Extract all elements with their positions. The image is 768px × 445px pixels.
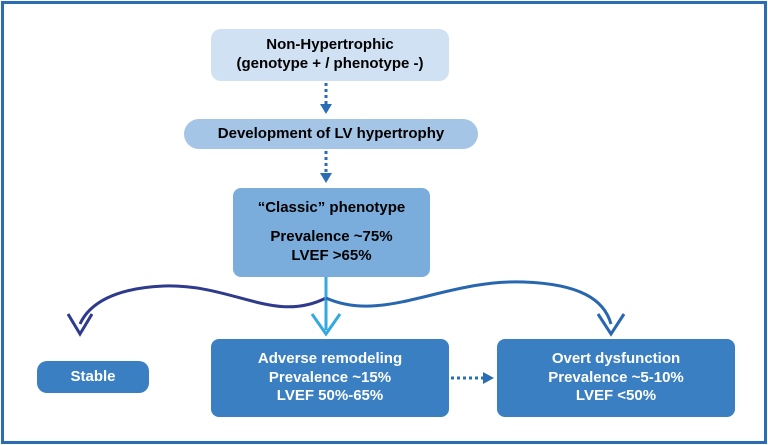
node-adverse-remodeling: Adverse remodeling Prevalence ~15% LVEF … [211, 339, 449, 417]
node-classic-lvef: LVEF >65% [291, 246, 372, 264]
stable-curve [78, 284, 327, 325]
node-lv-hypertrophy: Development of LV hypertrophy [184, 119, 478, 149]
stable-arrowhead [66, 313, 94, 337]
node-overt-prevalence: Prevalence ~5-10% [548, 368, 684, 386]
node-classic-title: “Classic” phenotype [257, 199, 406, 217]
node-classic-prevalence: Prevalence ~75% [270, 228, 393, 246]
dotted-arrow-2-head [320, 173, 332, 183]
node-adverse-prevalence: Prevalence ~15% [268, 368, 392, 386]
node-non-hypertrophic-line1: Non-Hypertrophic [266, 36, 394, 54]
node-adverse-lvef: LVEF 50%-65% [276, 387, 384, 405]
center-arrowhead [310, 313, 342, 337]
node-stable-label: Stable [70, 367, 116, 385]
node-lv-hypertrophy-label: Development of LV hypertrophy [217, 124, 445, 142]
node-adverse-title: Adverse remodeling [257, 349, 403, 367]
node-stable: Stable [37, 361, 149, 393]
node-non-hypertrophic: Non-Hypertrophic (genotype + / phenotype… [211, 29, 449, 81]
node-non-hypertrophic-line2: (genotype + / phenotype -) [236, 55, 424, 72]
overt-arrowhead [596, 313, 626, 337]
connectors [66, 83, 626, 384]
node-classic-phenotype: “Classic” phenotype Prevalence ~75% LVEF… [233, 188, 430, 277]
dotted-arrow-1-head [320, 104, 332, 114]
node-overt-dysfunction: Overt dysfunction Prevalence ~5-10% LVEF… [497, 339, 735, 417]
dotted-arrow-horizontal-head [483, 372, 494, 384]
overt-curve [325, 280, 613, 325]
node-overt-lvef: LVEF <50% [575, 387, 657, 405]
node-overt-title: Overt dysfunction [551, 349, 681, 367]
